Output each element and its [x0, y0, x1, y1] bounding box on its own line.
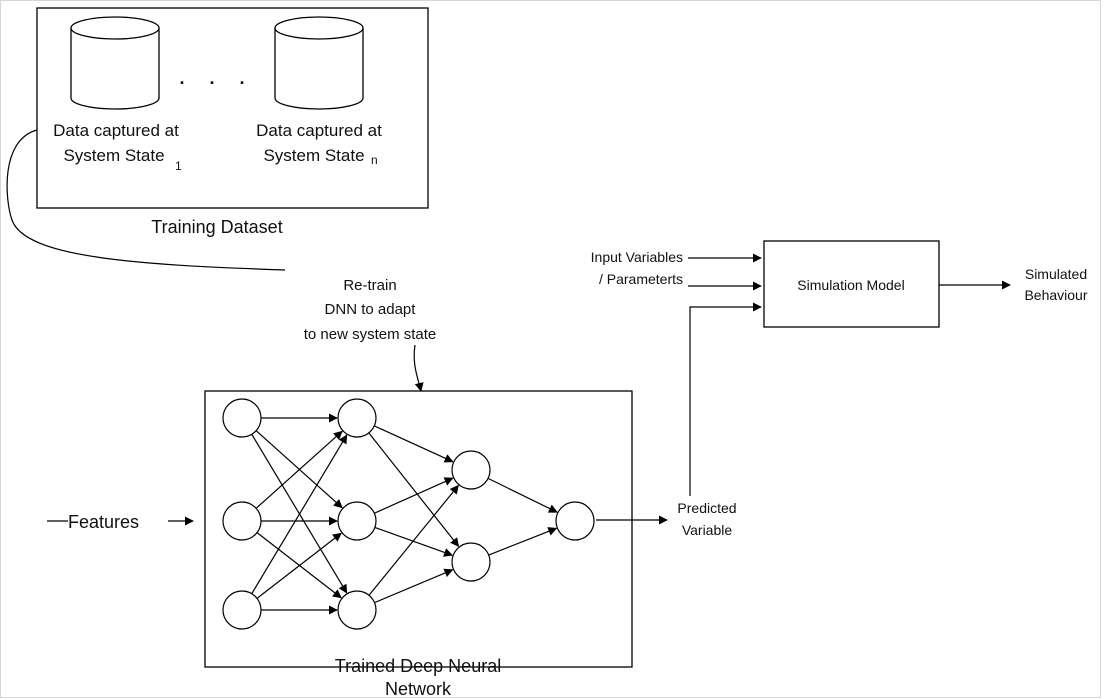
database-icon-1: [70, 16, 160, 110]
dnn-connection-arrow: [488, 527, 558, 556]
simulation-model-box: [763, 240, 940, 328]
simulation-model-label: Simulation Model: [797, 277, 904, 293]
inputs-line2: / Parameterts: [599, 271, 683, 287]
retrain-line3: to new system state: [304, 326, 437, 343]
features-label: Features: [68, 512, 139, 532]
dnn-connection-arrow: [368, 484, 459, 596]
dnn-neuron: [337, 398, 377, 438]
behaviour-line1: Simulated: [1025, 266, 1087, 282]
dnn-connection-arrow: [487, 477, 558, 513]
retrain-arrow: [413, 344, 424, 392]
dnn-connection-arrow: [374, 425, 454, 463]
dnn-connection-arrow: [256, 532, 342, 599]
dnn-neuron: [222, 590, 262, 630]
cylinder-1-subscript: 1: [175, 159, 182, 173]
dnn-neuron: [555, 501, 595, 541]
cylinder-n-subscript: n: [371, 153, 378, 167]
dnn-connection-arrow: [368, 432, 460, 548]
retrain-line1: Re-train: [343, 277, 396, 294]
ellipsis-dots: . . .: [179, 68, 254, 88]
dataset-connector: [6, 129, 286, 271]
dnn-connection-arrow: [374, 477, 454, 514]
dnn-caption-line1: Trained Deep Neural: [335, 656, 501, 676]
dnn-connection-arrow: [251, 434, 348, 595]
predicted-to-simulation-arrow: [689, 302, 762, 496]
cylinder-1-label-line2: System State: [63, 146, 164, 165]
dnn-neuron: [222, 501, 262, 541]
dnn-neuron: [451, 542, 491, 582]
predicted-line2: Variable: [682, 522, 733, 538]
inputs-line1: Input Variables: [591, 249, 683, 265]
dnn-neuron: [451, 450, 491, 490]
cylinder-n-label-line2: System State: [263, 146, 364, 165]
database-icon-n: [274, 16, 364, 110]
cylinder-1-label-line1: Data captured at: [53, 121, 179, 140]
dnn-neuron: [337, 590, 377, 630]
training-dataset-title: Training Dataset: [151, 217, 282, 237]
dnn-connection-arrow: [374, 568, 454, 604]
dnn-edges: [251, 413, 558, 615]
predicted-line1: Predicted: [677, 500, 736, 516]
retrain-line2: DNN to adapt: [325, 301, 417, 318]
dnn-neuron: [222, 398, 262, 438]
behaviour-line2: Behaviour: [1024, 287, 1087, 303]
dnn-connection-arrow: [255, 430, 343, 509]
dnn-caption-line2: Network: [385, 679, 452, 699]
cylinder-n-label-line1: Data captured at: [256, 121, 382, 140]
dnn-neuron: [337, 501, 377, 541]
dnn-nodes: [222, 398, 595, 630]
